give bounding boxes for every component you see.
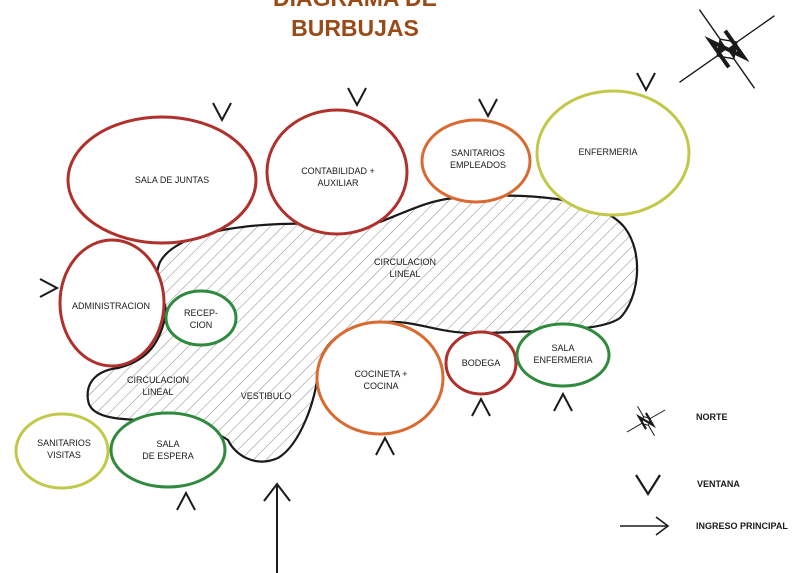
bubble-cocineta xyxy=(315,320,445,436)
title-line-2: BURBUJAS xyxy=(291,15,419,41)
label-sala-de-espera-1: SALA xyxy=(156,439,179,449)
label-bodega: BODEGA xyxy=(462,358,501,368)
label-contabilidad-2: AUXILIAR xyxy=(317,178,359,188)
bubble-sala-enfermeria xyxy=(515,322,611,388)
main-entrance-arrow xyxy=(263,482,291,573)
legend-ventana-label: VENTANA xyxy=(697,479,740,489)
window-markers xyxy=(39,72,656,511)
legend-entrance-arrow-icon xyxy=(620,516,670,536)
bubble-sala-de-juntas xyxy=(66,115,258,245)
label-circulacion-bottom-2: LINEAL xyxy=(142,387,173,397)
legend: NORTE VENTANA INGRESO PRINCIPAL xyxy=(620,406,788,536)
label-sanitarios-visitas-2: VISITAS xyxy=(47,450,81,460)
label-sala-de-espera-2: DE ESPERA xyxy=(142,451,194,461)
label-enfermeria: ENFERMERIA xyxy=(578,147,637,157)
bubble-enfermeria xyxy=(535,89,691,217)
bubble-contabilidad xyxy=(265,108,409,236)
label-recepcion-1: RECEP- xyxy=(184,308,218,318)
window-icon xyxy=(212,102,232,123)
label-sala-enfermeria-1: SALA xyxy=(551,343,574,353)
label-sanitarios-empleados-2: EMPLEADOS xyxy=(450,160,506,170)
label-circulacion-top-2: LINEAL xyxy=(389,269,420,279)
label-sanitarios-visitas-1: SANITARIOS xyxy=(37,438,91,448)
window-icon xyxy=(375,435,395,456)
label-sala-de-juntas: SALA DE JUNTAS xyxy=(135,175,209,185)
bubble-sala-de-espera xyxy=(109,411,227,489)
title-line-1: DIAGRAMA DE xyxy=(273,0,437,11)
bubble-recepcion xyxy=(164,289,238,347)
legend-norte-label: NORTE xyxy=(696,412,728,422)
window-icon xyxy=(636,72,656,93)
label-contabilidad-1: CONTABILIDAD + xyxy=(301,166,375,176)
window-icon xyxy=(39,278,60,298)
north-compass-icon xyxy=(679,9,775,89)
label-administracion: ADMINISTRACION xyxy=(72,301,150,311)
bubble-administracion xyxy=(58,238,166,368)
label-circulacion-top-1: CIRCULACION xyxy=(374,257,436,267)
label-sala-enfermeria-2: ENFERMERIA xyxy=(533,355,592,365)
label-circulacion-bottom-1: CIRCULACION xyxy=(127,375,189,385)
label-sanitarios-empleados-1: SANITARIOS xyxy=(451,148,505,158)
legend-ingreso-label: INGRESO PRINCIPAL xyxy=(696,521,788,531)
legend-north-icon xyxy=(626,406,666,436)
label-cocineta-2: COCINA xyxy=(363,381,398,391)
label-cocineta-1: COCINETA + xyxy=(354,369,407,379)
window-icon xyxy=(176,490,196,511)
window-icon xyxy=(347,87,367,108)
window-icon xyxy=(471,396,491,417)
bubble-sanitarios-visitas xyxy=(14,412,110,490)
window-icon xyxy=(553,391,573,412)
window-icon xyxy=(478,98,498,119)
bubble-bodega xyxy=(444,330,518,396)
bubble-sanitarios-empleados xyxy=(420,118,532,204)
label-vestibulo: VESTIBULO xyxy=(241,391,292,401)
legend-window-icon xyxy=(635,474,661,497)
label-recepcion-2: CION xyxy=(190,320,213,330)
